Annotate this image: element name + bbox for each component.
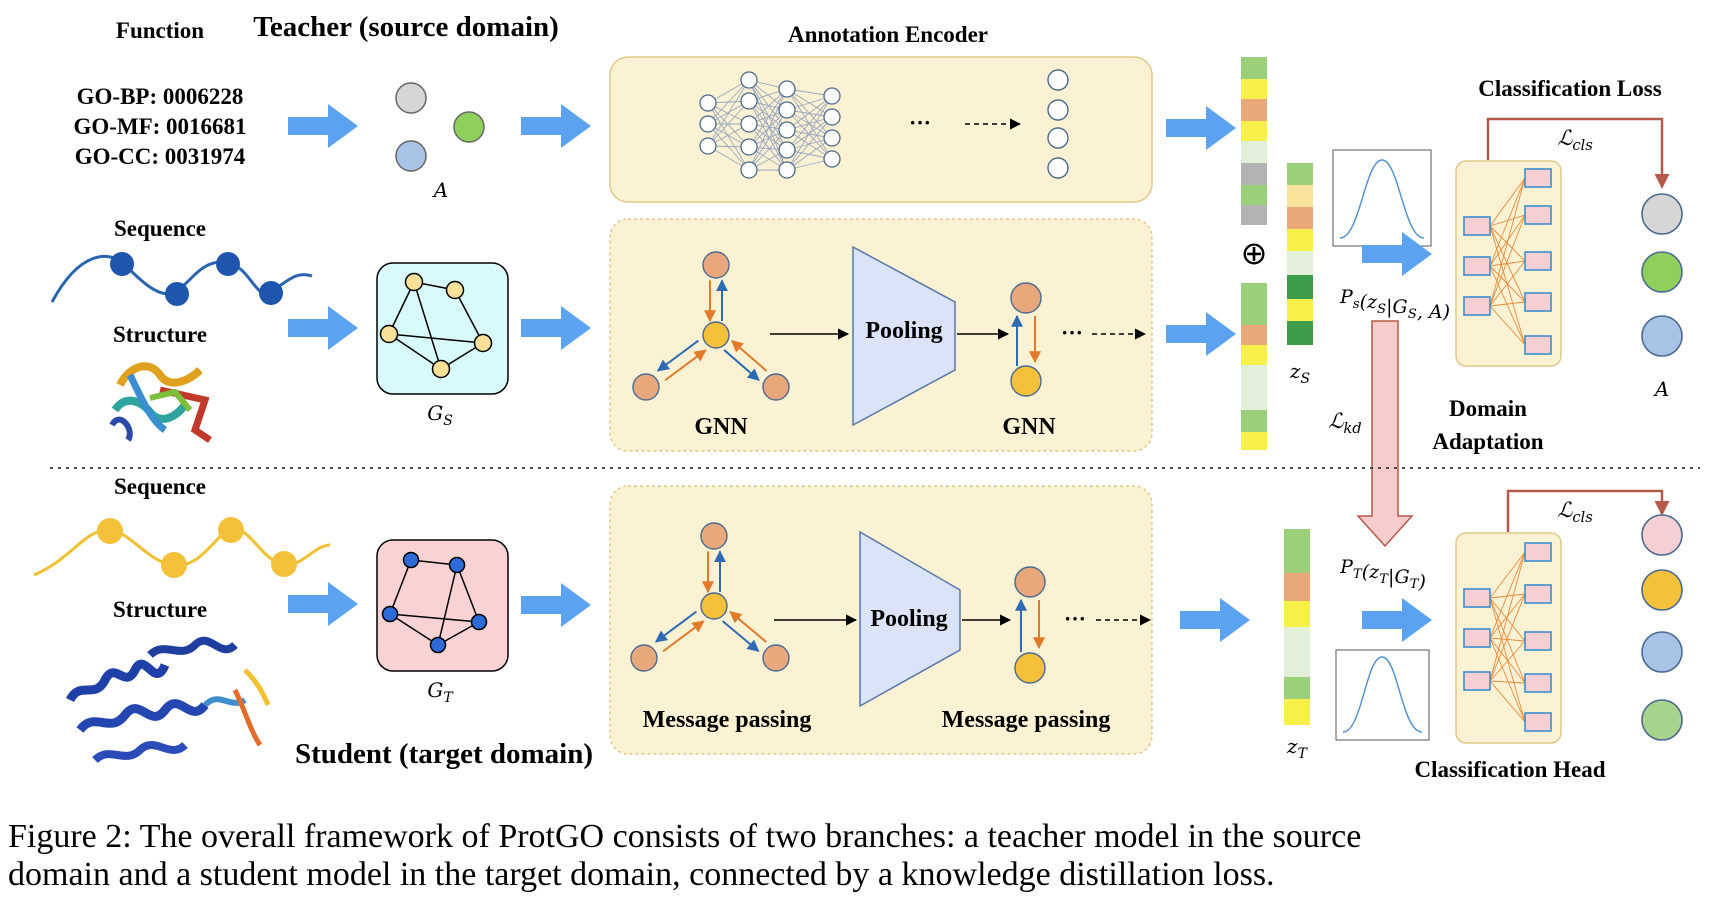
annotation-symbol: A [432, 178, 448, 202]
target-graph-symbol: GT [427, 678, 454, 706]
domain-adaptation-label-2: Adaptation [1432, 429, 1543, 454]
kd-loss-arrow [1356, 320, 1414, 548]
teacher-gnn-label-1: GNN [694, 414, 748, 440]
encoder-to-embedding-arrow [1166, 106, 1236, 150]
student-mp-label-2: Message passing [942, 707, 1111, 733]
graph-embedding [1241, 283, 1267, 450]
teacher-representation-zs [1287, 163, 1313, 345]
student-mp-ellipsis: ··· [1064, 606, 1086, 631]
classification-loss-label: Classification Loss [1478, 76, 1661, 101]
ps-formula: Ps(zS|GS, A) [1339, 286, 1450, 323]
source-graph-box [376, 262, 509, 395]
structure-label-student: Structure [113, 597, 207, 622]
student-lcls-symbol: ℒcls [1557, 498, 1593, 526]
annotation-to-encoder-arrow [521, 104, 591, 148]
graph-to-gnn-arrow [521, 306, 591, 350]
annotation-embedding [1241, 57, 1267, 225]
teacher-protein-structure [109, 362, 212, 443]
student-output-classes [1641, 514, 1683, 741]
concat-symbol: ⊕ [1241, 234, 1268, 272]
teacher-output-symbol: A [1653, 377, 1669, 401]
student-representation-zt [1284, 529, 1310, 725]
teacher-gnn-star-graph [632, 251, 790, 401]
target-graph-box [376, 539, 509, 672]
structure-label-teacher: Structure [113, 322, 207, 347]
teacher-pooling-label: Pooling [865, 318, 942, 344]
gnn-to-embedding-arrow [1166, 312, 1236, 356]
student-to-head-arrow [1362, 598, 1432, 642]
student-pooled-nodes [1014, 566, 1046, 684]
target-graph [381, 551, 488, 654]
teacher-pooling-trapezoid [852, 245, 956, 427]
student-classifier-network [1463, 542, 1552, 732]
classification-head-label: Classification Head [1414, 757, 1605, 782]
student-distribution-plot [1335, 649, 1430, 741]
teacher-distribution-plot [1332, 149, 1432, 247]
annotation-nodes [395, 82, 485, 172]
zt-symbol: zT [1286, 734, 1309, 762]
domain-adaptation-label-1: Domain [1449, 396, 1527, 421]
mlp-network [699, 71, 841, 179]
teacher-title: Teacher (source domain) [253, 11, 559, 43]
teacher-pooled-nodes [1010, 282, 1042, 397]
student-structure-to-graph-arrow [288, 582, 358, 626]
sequence-label-student: Sequence [114, 474, 206, 499]
go-term-mf: GO-MF: 0016681 [73, 114, 246, 139]
sequence-label-teacher: Sequence [114, 216, 206, 241]
annotation-encoder-panel [609, 56, 1153, 203]
student-protein-structure [65, 636, 271, 764]
teacher-output-classes [1641, 193, 1683, 357]
student-sequence-illustration [33, 517, 331, 578]
source-graph-symbol: GS [427, 401, 453, 429]
caption-line-2: domain and a student model in the target… [8, 856, 1275, 893]
figure-caption: Figure 2: The overall framework of ProtG… [8, 818, 1720, 894]
lkd-symbol: ℒkd [1328, 409, 1361, 437]
encoder-output-nodes [1047, 69, 1069, 179]
student-pooling-trapezoid [859, 530, 961, 708]
teacher-gnn-ellipsis: ··· [1061, 320, 1083, 345]
teacher-classifier-network [1463, 168, 1552, 355]
source-graph [379, 272, 493, 379]
teacher-cls-loss-arrow [1486, 117, 1670, 189]
pt-formula: PT(zT|GT) [1339, 556, 1426, 593]
teacher-lcls-symbol: ℒcls [1557, 126, 1593, 154]
go-term-cc: GO-CC: 0031974 [75, 144, 246, 169]
teacher-gnn-label-2: GNN [1002, 414, 1056, 440]
function-label: Function [116, 18, 204, 43]
encoder-ellipsis: ··· [909, 110, 931, 135]
annotation-encoder-label: Annotation Encoder [788, 22, 988, 47]
student-cls-loss-arrow [1506, 489, 1670, 532]
function-to-annotation-arrow [288, 104, 358, 148]
go-term-bp: GO-BP: 0006228 [77, 84, 244, 109]
student-pooling-label: Pooling [870, 606, 947, 632]
student-mp-label-1: Message passing [643, 707, 812, 733]
student-mp-star-graph [630, 522, 790, 672]
student-title: Student (target domain) [295, 738, 593, 770]
caption-line-1: Figure 2: The overall framework of ProtG… [8, 818, 1362, 855]
mp-to-zt-arrow [1180, 598, 1250, 642]
structure-to-graph-arrow [288, 306, 358, 350]
zs-symbol: zS [1289, 359, 1310, 387]
student-graph-to-mp-arrow [521, 583, 591, 627]
teacher-sequence-illustration [50, 252, 313, 306]
